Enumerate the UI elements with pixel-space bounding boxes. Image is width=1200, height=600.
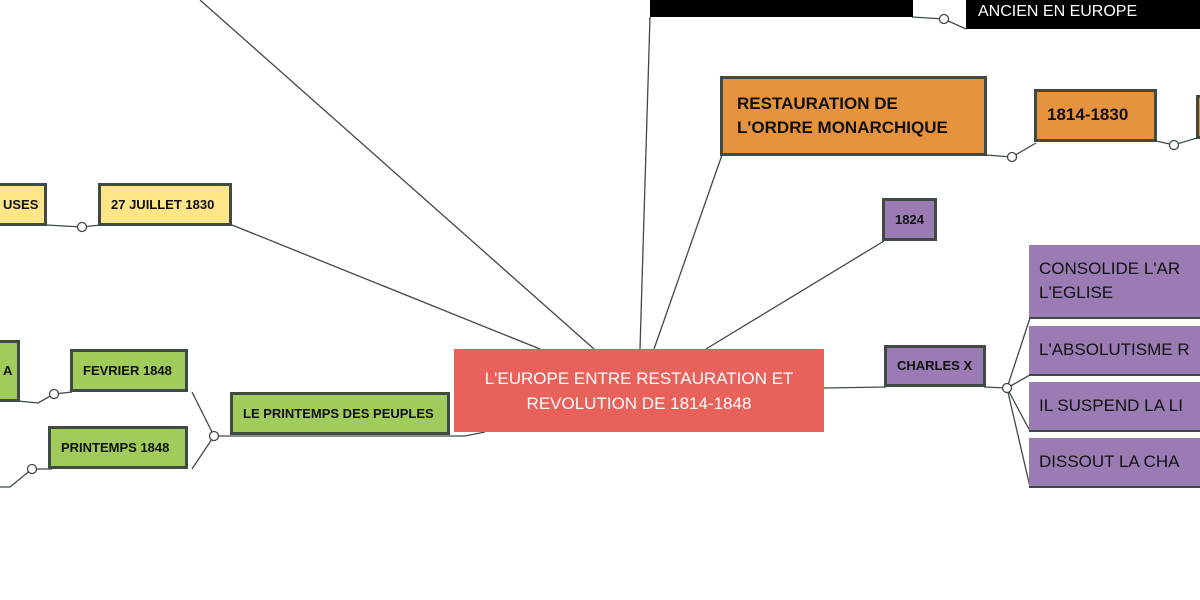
link-knob: [1006, 151, 1018, 163]
date-1814-1830-node[interactable]: 1814-1830: [1034, 89, 1157, 142]
link-center-restauration: [653, 154, 723, 350]
left-green-node[interactable]: A: [0, 340, 20, 402]
link-center-top-left: [199, 0, 595, 350]
printemps-peuples-node[interactable]: LE PRINTEMPS DES PEUPLES: [230, 392, 450, 435]
fevrier-1848-node[interactable]: FEVRIER 1848: [70, 349, 188, 392]
charles-x-action-label: L'ABSOLUTISME R: [1039, 340, 1190, 359]
charles-x-action-label: CONSOLIDE L'AR L'EGLISE: [1039, 259, 1181, 302]
link-charles-leaf-3: [1006, 387, 1031, 432]
restauration-node[interactable]: RESTAURATION DE L'ORDRE MONARCHIQUE: [720, 76, 987, 156]
link-peuples-fevrier: [191, 391, 232, 437]
ancien-europe-node[interactable]: ANCIEN EN EUROPE: [966, 0, 1200, 29]
charles-x-action-label: IL SUSPEND LA LI: [1039, 396, 1183, 415]
link-center-printemps-peuples: [232, 431, 486, 437]
black-node-top-center[interactable]: [650, 0, 913, 17]
orange-node-right-edge[interactable]: [1196, 95, 1200, 139]
date-1824-node[interactable]: 1824: [882, 198, 937, 241]
charles-x-action-2[interactable]: L'ABSOLUTISME R: [1029, 326, 1200, 376]
charles-x-action-4[interactable]: DISSOUT LA CHA: [1029, 438, 1200, 488]
charles-x-label: CHARLES X: [897, 358, 973, 374]
link-printemps-left: [0, 468, 52, 488]
link-charles-leaf-4: [1006, 387, 1031, 488]
link-knob: [208, 430, 220, 442]
link-center-black: [639, 16, 651, 350]
ancien-europe-label: ANCIEN EN EUROPE: [978, 2, 1138, 20]
glorieuses-label: USES: [3, 196, 39, 212]
charles-x-action-1[interactable]: CONSOLIDE L'AR L'EGLISE: [1029, 245, 1200, 319]
printemps-peuples-label: LE PRINTEMPS DES PEUPLES: [243, 405, 434, 421]
link-peuples-printemps: [191, 435, 215, 470]
restauration-label: RESTAURATION DE L'ORDRE MONARCHIQUE: [737, 94, 948, 137]
link-charles-leaf-1: [983, 317, 1031, 389]
link-knob: [1001, 382, 1013, 394]
fevrier-1848-label: FEVRIER 1848: [83, 362, 172, 378]
date-1824-label: 1824: [895, 211, 924, 227]
link-center-juillet: [231, 224, 541, 350]
glorieuses-node[interactable]: USES: [0, 183, 47, 226]
link-center-1824: [705, 240, 885, 350]
link-fevrier-left: [17, 391, 73, 404]
link-knob: [938, 13, 950, 25]
central-topic-label: L'EUROPE ENTRE RESTAURATION ET REVOLUTIO…: [484, 368, 794, 413]
printemps-1848-label: PRINTEMPS 1848: [61, 439, 170, 455]
left-green-label: A: [3, 363, 13, 379]
charles-x-action-label: DISSOUT LA CHA: [1039, 452, 1180, 471]
link-knob: [1168, 139, 1180, 151]
link-knob: [26, 463, 38, 475]
charles-x-action-3[interactable]: IL SUSPEND LA LI: [1029, 382, 1200, 432]
link-knob: [48, 388, 60, 400]
central-topic-node[interactable]: L'EUROPE ENTRE RESTAURATION ET REVOLUTIO…: [454, 349, 824, 432]
juillet-1830-node[interactable]: 27 JUILLET 1830: [98, 183, 232, 226]
link-knob: [76, 221, 88, 233]
printemps-1848-node[interactable]: PRINTEMPS 1848: [48, 426, 188, 469]
link-center-charles: [823, 386, 887, 389]
charles-x-node[interactable]: CHARLES X: [884, 345, 986, 387]
juillet-1830-label: 27 JUILLET 1830: [111, 196, 215, 212]
date-1814-1830-label: 1814-1830: [1047, 105, 1129, 125]
